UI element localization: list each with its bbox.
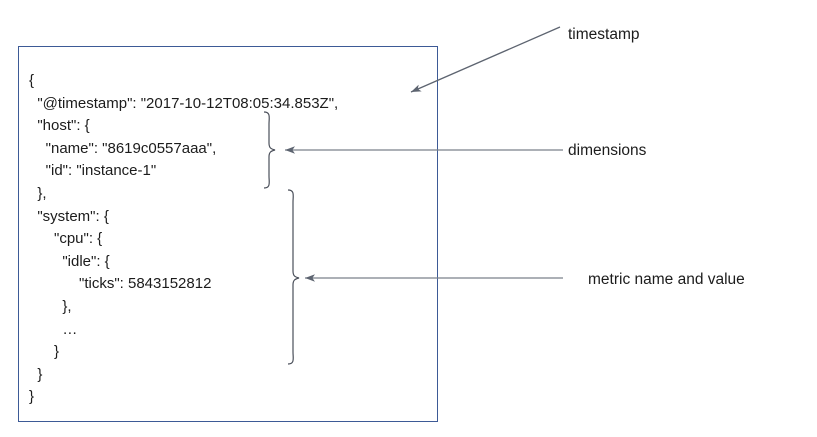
- json-line-host-close: },: [29, 184, 47, 202]
- json-line: {: [29, 72, 35, 89]
- annotation-label-dimensions: dimensions: [568, 142, 647, 159]
- json-line-ticks: "ticks": 5843152812: [29, 275, 212, 293]
- json-line-idle-open: "idle": {: [29, 252, 110, 270]
- json-code-block: { "@timestamp": "2017-10-12T08:05:34.853…: [29, 70, 338, 409]
- json-line-system-open: "system": {: [29, 207, 109, 225]
- json-line-host-open: "host": {: [29, 117, 90, 135]
- json-line-idle-close: },: [29, 297, 72, 315]
- json-line-system-close: }: [29, 365, 43, 383]
- annotation-label-metric: metric name and value: [588, 271, 745, 288]
- json-line-host-id: "id": "instance-1": [29, 162, 157, 180]
- json-line-cpu-open: "cpu": {: [29, 230, 103, 248]
- json-line-timestamp: "@timestamp": "2017-10-12T08:05:34.853Z"…: [29, 94, 339, 112]
- json-line-root-close: }: [29, 388, 35, 406]
- json-line-host-name: "name": "8619c0557aaa",: [29, 139, 217, 157]
- json-line-cpu-close: }: [29, 343, 60, 361]
- json-document-panel: { "@timestamp": "2017-10-12T08:05:34.853…: [18, 46, 438, 422]
- annotation-label-timestamp: timestamp: [568, 26, 640, 43]
- json-line-ellipsis: …: [29, 320, 78, 338]
